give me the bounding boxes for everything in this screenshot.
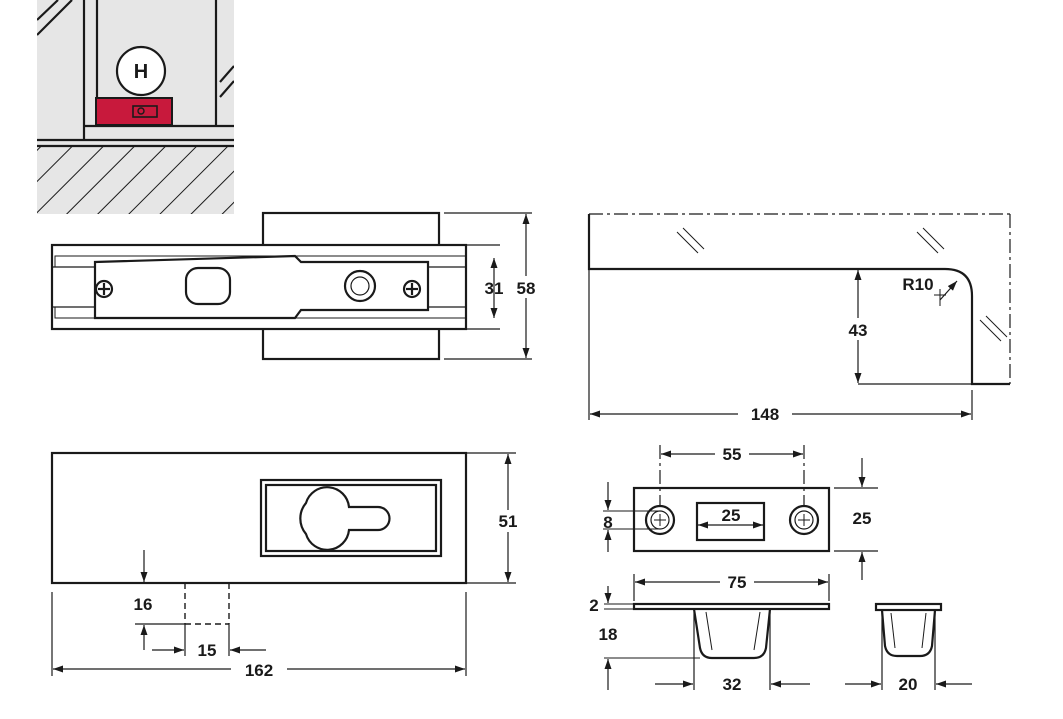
label-mask <box>843 318 873 340</box>
label-mask <box>738 403 792 425</box>
dimension-75: 75 <box>728 573 747 592</box>
strike-small-inner <box>890 612 896 649</box>
strike-plate-section <box>632 602 831 611</box>
glass-hatch <box>676 231 699 254</box>
glass-hatch <box>916 231 939 254</box>
dimension-2: 2 <box>589 596 598 615</box>
screw-icon <box>402 279 422 299</box>
position-badge-letter: H <box>134 61 148 83</box>
label-mask <box>492 510 524 532</box>
floor-hatch <box>37 146 234 214</box>
radius-leader <box>939 280 958 301</box>
strike-small-box <box>880 609 937 658</box>
glass-hatch <box>682 227 705 250</box>
glass-hatch <box>219 80 234 98</box>
dimension-16: 16 <box>134 595 153 614</box>
strike-box-section <box>692 608 772 660</box>
dimension-8: 8 <box>603 513 612 532</box>
cylinder-frame-outer <box>259 478 443 558</box>
dimension-55: 55 <box>723 445 742 464</box>
label-mask <box>715 443 749 465</box>
glass-hatch <box>219 65 234 83</box>
strike-slot <box>695 501 766 542</box>
dimension-radius: R10 <box>902 275 933 294</box>
lock-keyhole-icon <box>132 105 158 118</box>
strike-plate <box>632 486 831 553</box>
keyhole-slot <box>184 266 232 306</box>
dimension-162: 162 <box>245 661 273 680</box>
keyhole-icon <box>299 486 391 551</box>
lock-top-view: 31 58 <box>50 211 544 361</box>
dimension-18: 18 <box>599 625 618 644</box>
bracket-side-profile: R10 43 148 <box>587 213 1011 425</box>
glass-hatch <box>37 0 59 21</box>
dimension-51: 51 <box>499 512 518 531</box>
strike-box-inner <box>753 611 761 651</box>
glass-hatch <box>979 319 1002 342</box>
lock-housing-front <box>50 451 468 585</box>
glass-hatch <box>985 315 1008 338</box>
lock-plate <box>93 254 430 320</box>
dimension-15: 15 <box>198 641 217 660</box>
pivot-ring-inner <box>350 276 370 296</box>
strike-small-inner <box>921 612 927 649</box>
dimension-43: 43 <box>849 321 868 340</box>
installation-inset: H <box>37 0 234 214</box>
screw-icon <box>94 279 114 299</box>
lock-red-highlight <box>95 97 173 126</box>
strike-plate-sections: 75 2 18 32 20 <box>589 571 972 694</box>
label-mask <box>231 658 287 680</box>
strike-small-section <box>874 602 943 612</box>
strike-plate-front: 55 25 8 25 <box>603 443 878 580</box>
dimension-58: 58 <box>517 279 536 298</box>
lock-keyhole-circle <box>137 107 145 115</box>
dimension-height-25: 25 <box>853 509 872 528</box>
cylinder-frame-inner <box>264 483 438 553</box>
dimension-slot-25: 25 <box>722 506 741 525</box>
dimension-32: 32 <box>723 675 742 694</box>
dimension-148: 148 <box>751 405 779 424</box>
glass-hatch <box>37 0 73 36</box>
lock-front-view: 16 15 51 162 <box>50 451 524 680</box>
label-mask <box>720 571 754 593</box>
mounting-hole-inner <box>794 510 814 530</box>
bracket-profile <box>587 214 1010 386</box>
dimension-31: 31 <box>485 279 504 298</box>
dimension-20: 20 <box>899 675 918 694</box>
strike-box-inner <box>705 611 713 651</box>
position-badge <box>115 45 167 97</box>
label-mask <box>508 276 544 298</box>
pivot-ring <box>343 269 377 303</box>
glass-hatch <box>922 227 945 250</box>
